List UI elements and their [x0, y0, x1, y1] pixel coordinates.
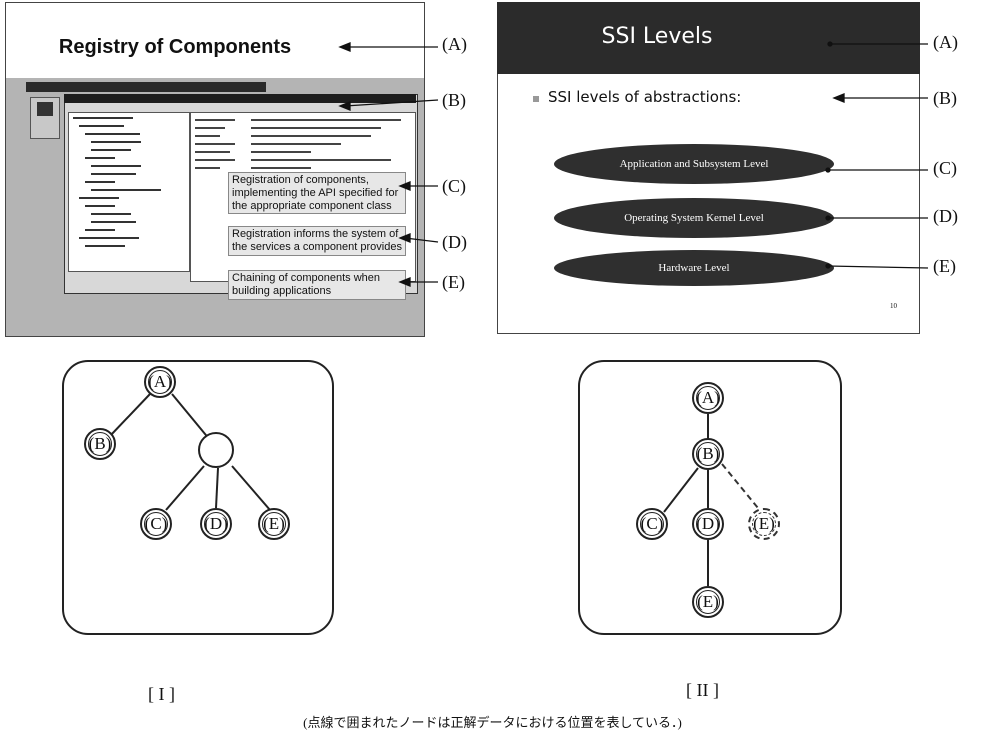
tag-right-d: (D)	[933, 206, 958, 226]
registry-icon	[37, 102, 53, 116]
caption-i: [ I ]	[148, 684, 175, 704]
tree-ii-node-c: (C)	[636, 508, 668, 540]
tree-ii-node-a: (A)	[692, 382, 724, 414]
tree-i-node-empty	[198, 432, 234, 468]
tag-right-e: (E)	[933, 256, 956, 276]
level-kernel: Operating System Kernel Level	[554, 198, 834, 238]
tree-ii-node-b: (B)	[692, 438, 724, 470]
caption-ii: [ II ]	[686, 680, 719, 700]
tree-i-node-a: (A)	[144, 366, 176, 398]
tree-i-node-c: (C)	[140, 508, 172, 540]
tag-right-c: (C)	[933, 158, 957, 178]
app-titlebar	[64, 94, 416, 103]
right-slide-header	[497, 2, 920, 74]
tag-left-a: (A)	[442, 34, 467, 54]
window-titlebar	[26, 82, 266, 92]
tree-ii-node-e: (E)	[692, 586, 724, 618]
level-application: Application and Subsystem Level	[554, 144, 834, 184]
tree-i-node-b: (B)	[84, 428, 116, 460]
tag-right-b: (B)	[933, 88, 957, 108]
callout-chaining: Chaining of components when building app…	[228, 270, 406, 300]
page-number: 10	[890, 302, 897, 310]
tree-i-node-e: (E)	[258, 508, 290, 540]
right-slide-title: SSI Levels	[601, 24, 713, 49]
callout-registration: Registration of components, implementing…	[228, 172, 406, 214]
component-tree-pane	[68, 112, 190, 272]
footnote: (点線で囲まれたノードは正解データにおける位置を表している．)	[303, 715, 682, 730]
tag-left-e: (E)	[442, 272, 465, 292]
callout-services: Registration informs the system of the s…	[228, 226, 406, 256]
tree-panel-i	[62, 360, 334, 635]
registry-toolbar-button	[30, 97, 60, 139]
tag-left-b: (B)	[442, 90, 466, 110]
left-slide-title: Registry of Components	[58, 36, 292, 58]
tree-i-node-d: (D)	[200, 508, 232, 540]
bullet-text: SSI levels of abstractions:	[548, 88, 742, 106]
bullet-icon	[533, 96, 539, 102]
tag-left-c: (C)	[442, 176, 466, 196]
tree-ii-node-e-correct-position: (E)	[748, 508, 780, 540]
tag-left-d: (D)	[442, 232, 467, 252]
level-hardware: Hardware Level	[554, 250, 834, 286]
tree-ii-node-d: (D)	[692, 508, 724, 540]
tag-right-a: (A)	[933, 32, 958, 52]
